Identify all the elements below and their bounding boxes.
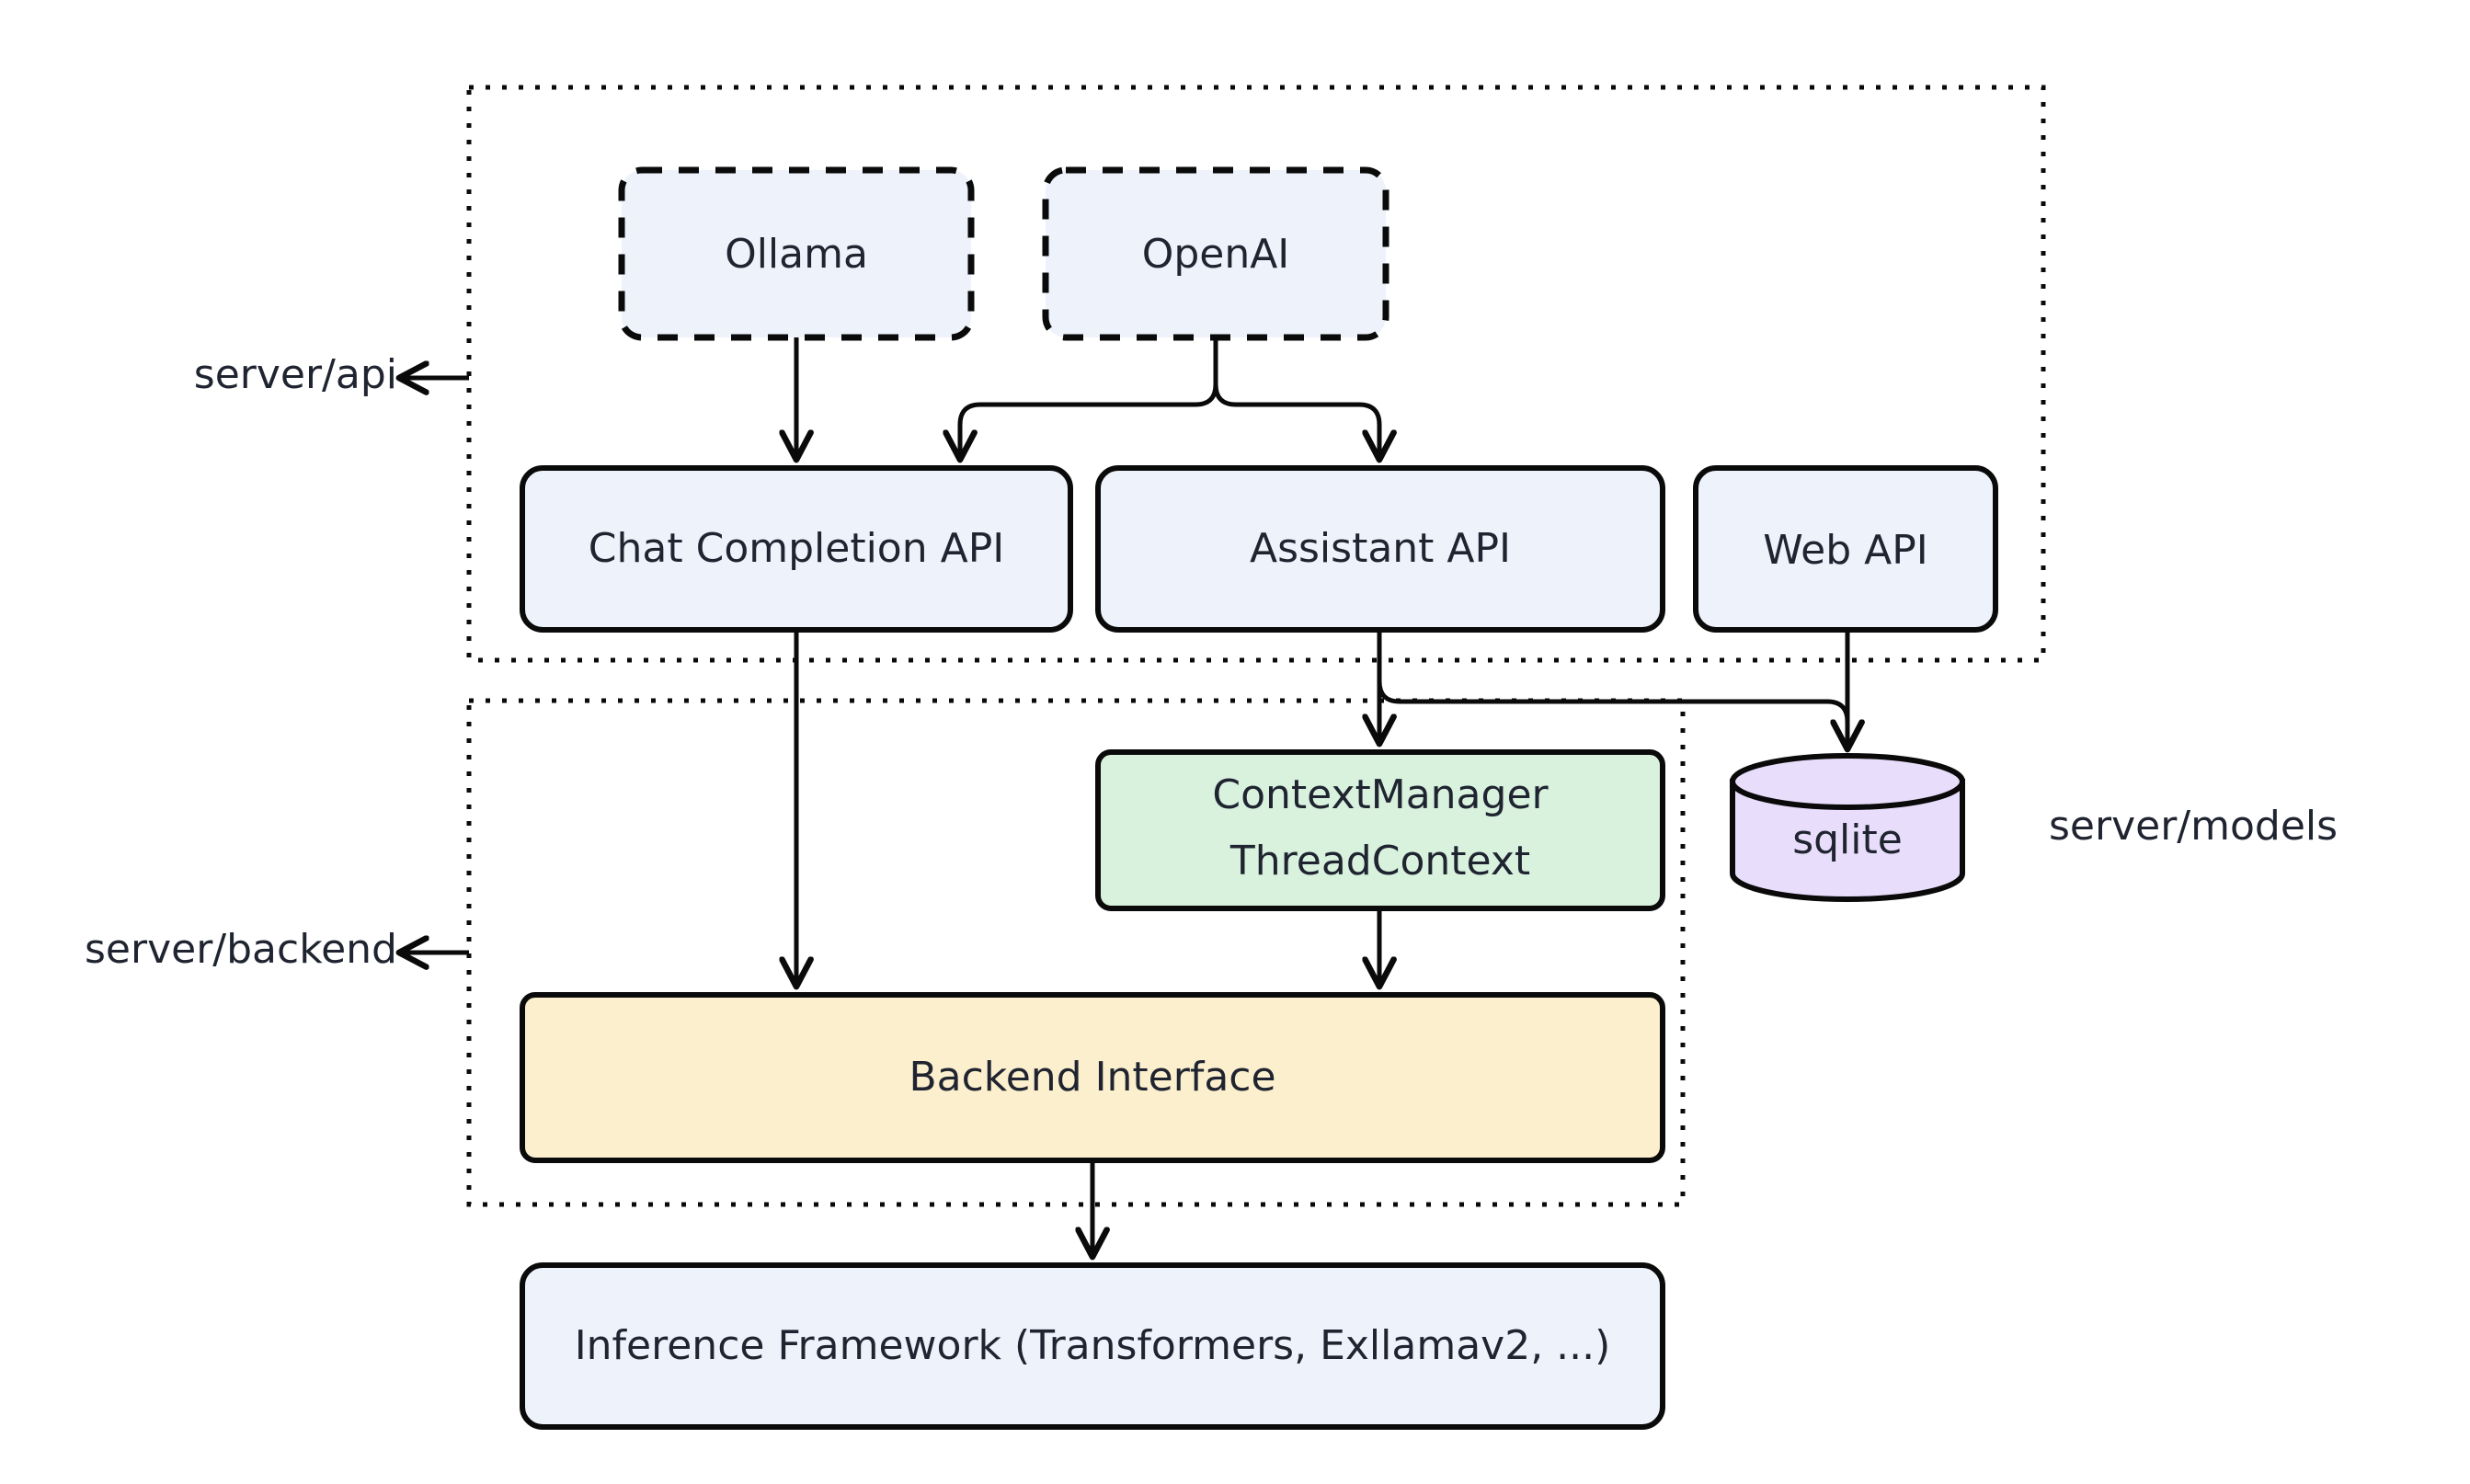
edge-openai-to-chat-completion <box>960 337 1218 457</box>
node-assistant-api[interactable]: Assistant API <box>1095 465 1665 633</box>
node-chat-completion-api[interactable]: Chat Completion API <box>520 465 1073 633</box>
group-label-server-api: server/api <box>194 351 397 398</box>
node-ollama[interactable]: Ollama <box>618 166 975 341</box>
node-chat-completion-api-label: Chat Completion API <box>589 525 1004 572</box>
edge-openai-to-assistant-api <box>1213 337 1379 457</box>
node-inference-framework[interactable]: Inference Framework (Transformers, Exlla… <box>520 1262 1665 1430</box>
edge-assistant-api-to-sqlite <box>1377 630 1850 741</box>
node-context-manager[interactable]: ContextManager ThreadContext <box>1095 749 1665 911</box>
node-sqlite-label: sqlite <box>1792 816 1903 863</box>
node-assistant-api-label: Assistant API <box>1250 525 1511 572</box>
node-backend-interface-label: Backend Interface <box>909 1054 1275 1101</box>
group-label-server-backend: server/backend <box>85 926 397 973</box>
group-container-api <box>466 85 2046 663</box>
node-inference-framework-label: Inference Framework (Transformers, Exlla… <box>575 1322 1611 1369</box>
node-backend-interface[interactable]: Backend Interface <box>520 992 1665 1163</box>
node-context-manager-label-line1: ContextManager <box>1212 771 1549 818</box>
node-openai-label: OpenAI <box>1142 231 1290 278</box>
node-web-api[interactable]: Web API <box>1693 465 1998 633</box>
node-ollama-label: Ollama <box>725 231 868 278</box>
node-web-api-label: Web API <box>1763 527 1928 574</box>
node-sqlite[interactable]: sqlite <box>1730 753 1965 902</box>
group-label-server-models: server/models <box>2049 803 2338 850</box>
node-openai[interactable]: OpenAI <box>1042 166 1389 341</box>
node-context-manager-label-line2: ThreadContext <box>1229 838 1530 885</box>
